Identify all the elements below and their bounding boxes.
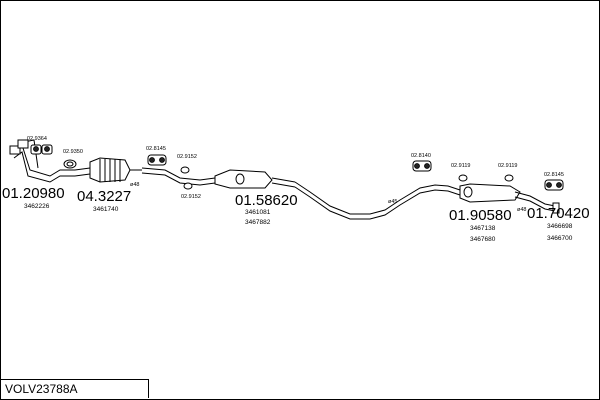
- hanger-8145-a: [147, 154, 167, 166]
- label-p1-ref: 3462226: [24, 203, 50, 210]
- label-h5: 02.9152: [181, 194, 201, 200]
- clamp-9152-b: [183, 182, 193, 190]
- hanger-9364: [30, 144, 53, 155]
- label-h4: 02.9152: [177, 154, 197, 160]
- label-d2: ø45: [388, 199, 397, 205]
- clamp-9119-b: [504, 174, 514, 182]
- label-p4-ref1: 3467138: [470, 225, 496, 232]
- label-h6: 02.8140: [411, 153, 431, 159]
- label-h1: 02.9364: [27, 136, 47, 142]
- label-p4: 01.90580: [449, 207, 512, 224]
- gasket-9350: [63, 159, 77, 169]
- label-p3-ref2: 3467882: [245, 219, 271, 226]
- rear-silencer: [459, 183, 521, 203]
- label-p2-ref: 3461740: [93, 206, 119, 213]
- label-p1: 01.20980: [2, 185, 65, 202]
- hanger-8140: [412, 160, 432, 172]
- front-pipe: [9, 139, 75, 183]
- label-h7: 02.9119: [451, 163, 470, 169]
- tail-pipe: [514, 191, 560, 214]
- clamp-9152-a: [180, 166, 190, 174]
- label-h9: 02.8145: [544, 172, 564, 178]
- label-p4-ref2: 3467680: [470, 236, 496, 243]
- label-h2: 02.9350: [63, 149, 83, 155]
- label-p5-ref2: 3466700: [547, 235, 573, 242]
- label-p5: 01.70420: [527, 205, 590, 222]
- label-p3: 01.58620: [235, 192, 298, 209]
- label-h8: 02.9119: [498, 163, 517, 169]
- hanger-8145-b: [544, 179, 564, 191]
- center-silencer: [214, 169, 296, 189]
- catalytic-converter: [74, 157, 142, 183]
- middle-pipe: [294, 181, 461, 220]
- intermediate-pipe: [141, 167, 216, 186]
- clamp-9119-a: [458, 174, 468, 182]
- label-p2: 04.3227: [77, 188, 131, 205]
- label-d1: ø48: [130, 182, 139, 188]
- diagram-title: VOLV23788A: [1, 379, 149, 398]
- label-h3: 02.8145: [146, 146, 166, 152]
- label-d3: ø48: [517, 207, 526, 213]
- label-p5-ref1: 3466698: [547, 223, 573, 230]
- label-p3-ref1: 3461081: [245, 209, 271, 216]
